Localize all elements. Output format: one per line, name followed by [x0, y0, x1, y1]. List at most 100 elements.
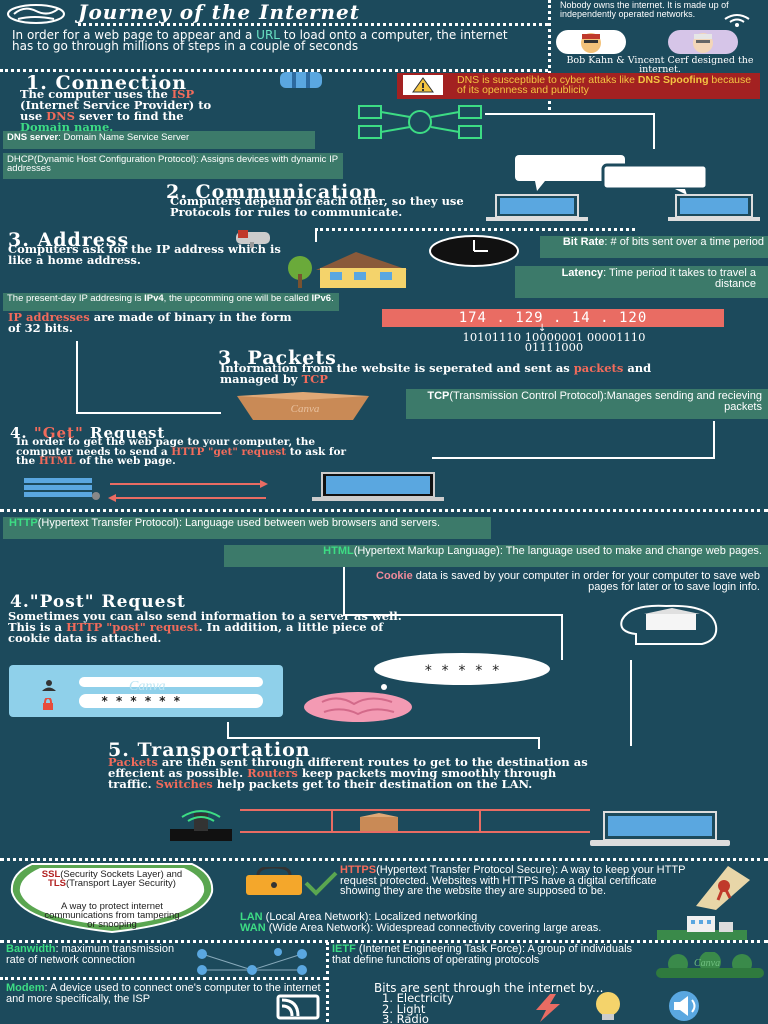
- avatar-cerf: [668, 30, 738, 54]
- divider: [0, 858, 768, 861]
- ietf-note: IETF (Internet Engineering Task Force): …: [332, 943, 633, 966]
- latency-box: Latency: Time period it takes to travel …: [515, 266, 768, 298]
- server-icon: [22, 476, 102, 506]
- divider: [0, 509, 768, 512]
- connector: [76, 412, 221, 414]
- divider: [0, 69, 548, 72]
- wifi-icon: [722, 12, 752, 31]
- connector: [315, 228, 317, 242]
- divider: [0, 977, 326, 980]
- tcp-box: TCP(Transmission Control Protocol):Manag…: [406, 389, 768, 419]
- username-field[interactable]: [79, 677, 263, 687]
- section-heading-packets: 3. Packets: [218, 347, 337, 369]
- warning-icon: [403, 75, 443, 95]
- connector: [653, 113, 655, 149]
- bit-rate-box: Bit Rate: # of bits sent over a time per…: [540, 236, 768, 258]
- address-body: Computers ask for the IP address which i…: [8, 242, 281, 267]
- ip-example: 174 . 129 . 14 . 120: [382, 309, 724, 327]
- database-icon: [278, 70, 324, 94]
- header-logo: [4, 3, 68, 25]
- connector: [432, 457, 714, 459]
- connector: [343, 614, 561, 616]
- dhcp-box: DHCP(Dynamic Host Configuration Protocol…: [3, 153, 343, 179]
- post-body: Sometimes you can also send information …: [8, 609, 402, 645]
- connector: [76, 341, 78, 413]
- html-box: HTML(Hypertext Markup Language): The lan…: [224, 545, 768, 567]
- binary-line-1: 10101110 10000001 00001110: [462, 330, 646, 344]
- svg-text:Canva: Canva: [291, 403, 320, 415]
- arrow-right: [108, 480, 268, 508]
- laptop-icon: [590, 810, 730, 854]
- ipv4-box: The present-day IP addresing is IPv4, th…: [3, 293, 339, 311]
- connector: [227, 737, 539, 739]
- https-note: HTTPS(Hypertext Transfer Protocol Secure…: [340, 864, 686, 897]
- intro-text: In order for a web page to appear and a …: [12, 28, 508, 53]
- connector: [630, 660, 632, 746]
- divider: [315, 228, 635, 231]
- team-icon: Canva: [656, 951, 764, 982]
- network-icon: [355, 102, 485, 148]
- package-box-icon: [358, 813, 400, 837]
- connection-body: The computer uses the ISP (Internet Serv…: [20, 87, 212, 134]
- bits-list: 1. Electricity 2. Light 3. Radio: [382, 991, 454, 1024]
- lightning-icon: [530, 992, 566, 1024]
- connector: [227, 722, 229, 738]
- router-icon: [168, 807, 234, 849]
- cookie-note: Cookie data is saved by your computer in…: [376, 570, 760, 593]
- clock-icon: [426, 234, 522, 272]
- section-heading-communication: 2. Communication: [166, 181, 378, 203]
- connector: [538, 737, 540, 749]
- login-form: Canva * * * * * *: [9, 665, 283, 717]
- section-heading-get: 4. "Get" Request: [10, 424, 166, 442]
- dns-warning: DNS is susceptible to cyber attaks like …: [397, 73, 760, 99]
- connector: [713, 421, 715, 459]
- footer-divider: [326, 942, 329, 1022]
- city-icon: [657, 912, 747, 944]
- laptop-icon: [666, 193, 762, 227]
- form-watermark: Canva: [129, 679, 166, 694]
- http-box: HTTP(Hypertext Transfer Protocol): Langu…: [3, 517, 491, 539]
- network-users-icon: [182, 944, 328, 984]
- thought-bubble-icon: * * * * *: [372, 651, 554, 695]
- section-heading-address: 3. Address: [8, 229, 130, 251]
- speaker-icon: [652, 990, 716, 1024]
- communication-body: Computers depend on each other, so they …: [170, 194, 464, 219]
- bandwidth-note: Banwidth: maximum transmission rate of n…: [6, 943, 175, 966]
- designers-note: Bob Kahn & Vincent Cerf designed the int…: [566, 55, 754, 75]
- connector: [343, 567, 345, 615]
- ip-address-body: IP addresses are made of binary in the f…: [8, 310, 292, 335]
- lock-icon: [41, 695, 55, 714]
- package-box-icon: Canva: [233, 390, 373, 426]
- lightbulb-icon: [586, 990, 630, 1024]
- dns-server-box: DNS server: Domain Name Service Server: [3, 131, 315, 149]
- header-divider: [548, 0, 551, 110]
- page-title: Journey of the Internet: [78, 0, 548, 26]
- lan-wan-note: LAN (Local Area Network): Localized netw…: [240, 911, 602, 934]
- packets-body: Information from the website is seperate…: [220, 361, 652, 386]
- binary-line-2: 01111000: [524, 340, 584, 354]
- password-field[interactable]: * * * * * *: [79, 694, 263, 708]
- owners-note: Nobody owns the internet. It is made up …: [560, 0, 729, 19]
- head-icon: [616, 604, 720, 650]
- laptop-icon: [312, 471, 444, 507]
- connector: [485, 113, 655, 115]
- section-heading-transportation: 5. Transportation: [108, 739, 311, 761]
- svg-text:* * * * *: * * * * *: [424, 663, 500, 679]
- section-heading-connection: 1. Connection: [26, 72, 188, 94]
- get-body: In order to get the web page to your com…: [16, 436, 346, 467]
- arrow-down: ↓: [538, 323, 547, 334]
- network-routes: [240, 806, 590, 844]
- house-icon: [286, 248, 414, 294]
- laptop-icon: [484, 193, 590, 227]
- lock-key-icon: [244, 865, 340, 901]
- user-icon: [39, 676, 59, 695]
- mailbox-icon: [230, 228, 276, 252]
- divider: [0, 940, 768, 943]
- bits-intro: Bits are sent through the internet by...: [374, 981, 604, 995]
- certificate-icon: [692, 864, 752, 914]
- ssl-shield: SSL(Security Sockets Layer) and TLS(Tran…: [8, 862, 216, 934]
- modem-note: Modem: A device used to connect one's co…: [6, 982, 321, 1005]
- brain-icon: [302, 690, 414, 728]
- globe-icon: [7, 4, 65, 24]
- chat-bubble-icon: [515, 155, 715, 199]
